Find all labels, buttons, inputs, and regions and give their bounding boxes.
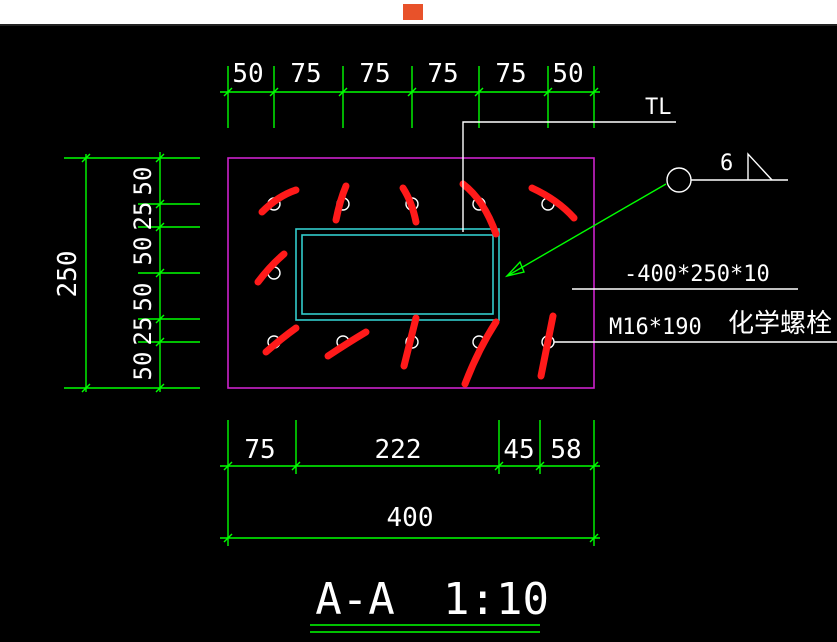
- markup-stroke: [324, 328, 370, 360]
- markup-stroke: [400, 314, 420, 370]
- top-dim-3: 75: [359, 59, 390, 89]
- bottom-dimension-chain: [220, 420, 600, 546]
- weld-size-label: 6: [720, 151, 733, 176]
- top-dimension-chain: [220, 66, 600, 128]
- overall-height-dim: 250: [53, 251, 83, 298]
- bolt-spec-label: M16*190: [609, 315, 702, 340]
- left-dim-3: 50: [129, 237, 157, 266]
- markup-stroke: [459, 180, 500, 238]
- base-plate-outline: [227, 157, 595, 389]
- app-marker-icon: [403, 4, 423, 20]
- tube-section: [295, 228, 500, 321]
- bottom-dim-4: 58: [550, 435, 581, 465]
- section-title-underline: [310, 624, 540, 633]
- left-dim-5: 25: [129, 317, 157, 346]
- left-dim-4: 50: [129, 283, 157, 312]
- bottom-dim-3: 45: [503, 435, 534, 465]
- bottom-dim-1: 75: [244, 435, 275, 465]
- bolt-type-label: 化学螺栓: [728, 309, 832, 339]
- markup-stroke: [258, 186, 300, 216]
- markup-stroke: [399, 184, 420, 226]
- overall-width-dim: 400: [387, 503, 434, 533]
- top-dim-6: 50: [552, 59, 583, 89]
- window-top-bar: [0, 0, 837, 26]
- weld-symbol: [666, 152, 788, 193]
- section-scale: 1:10: [443, 574, 549, 625]
- markup-stroke: [537, 312, 557, 380]
- left-dim-6: 50: [129, 352, 157, 381]
- section-title: A-A: [315, 574, 394, 625]
- left-dimension-chain: [64, 152, 200, 393]
- left-dim-2: 25: [129, 202, 157, 231]
- tl-label: TL: [645, 95, 672, 120]
- left-dim-1: 50: [129, 167, 157, 196]
- top-dim-4: 75: [427, 59, 458, 89]
- plate-spec-label: -400*250*10: [624, 262, 770, 287]
- top-dim-1: 50: [232, 59, 263, 89]
- markup-stroke: [461, 318, 500, 388]
- markup-stroke: [332, 182, 350, 224]
- red-markup-strokes: [254, 180, 578, 388]
- markup-stroke: [528, 184, 578, 222]
- top-dim-2: 75: [290, 59, 321, 89]
- markup-stroke: [254, 250, 288, 286]
- bottom-dim-2: 222: [375, 435, 422, 465]
- top-dim-5: 75: [495, 59, 526, 89]
- tl-leader: [462, 121, 676, 232]
- markup-stroke: [262, 324, 300, 356]
- weld-leader: [504, 183, 667, 278]
